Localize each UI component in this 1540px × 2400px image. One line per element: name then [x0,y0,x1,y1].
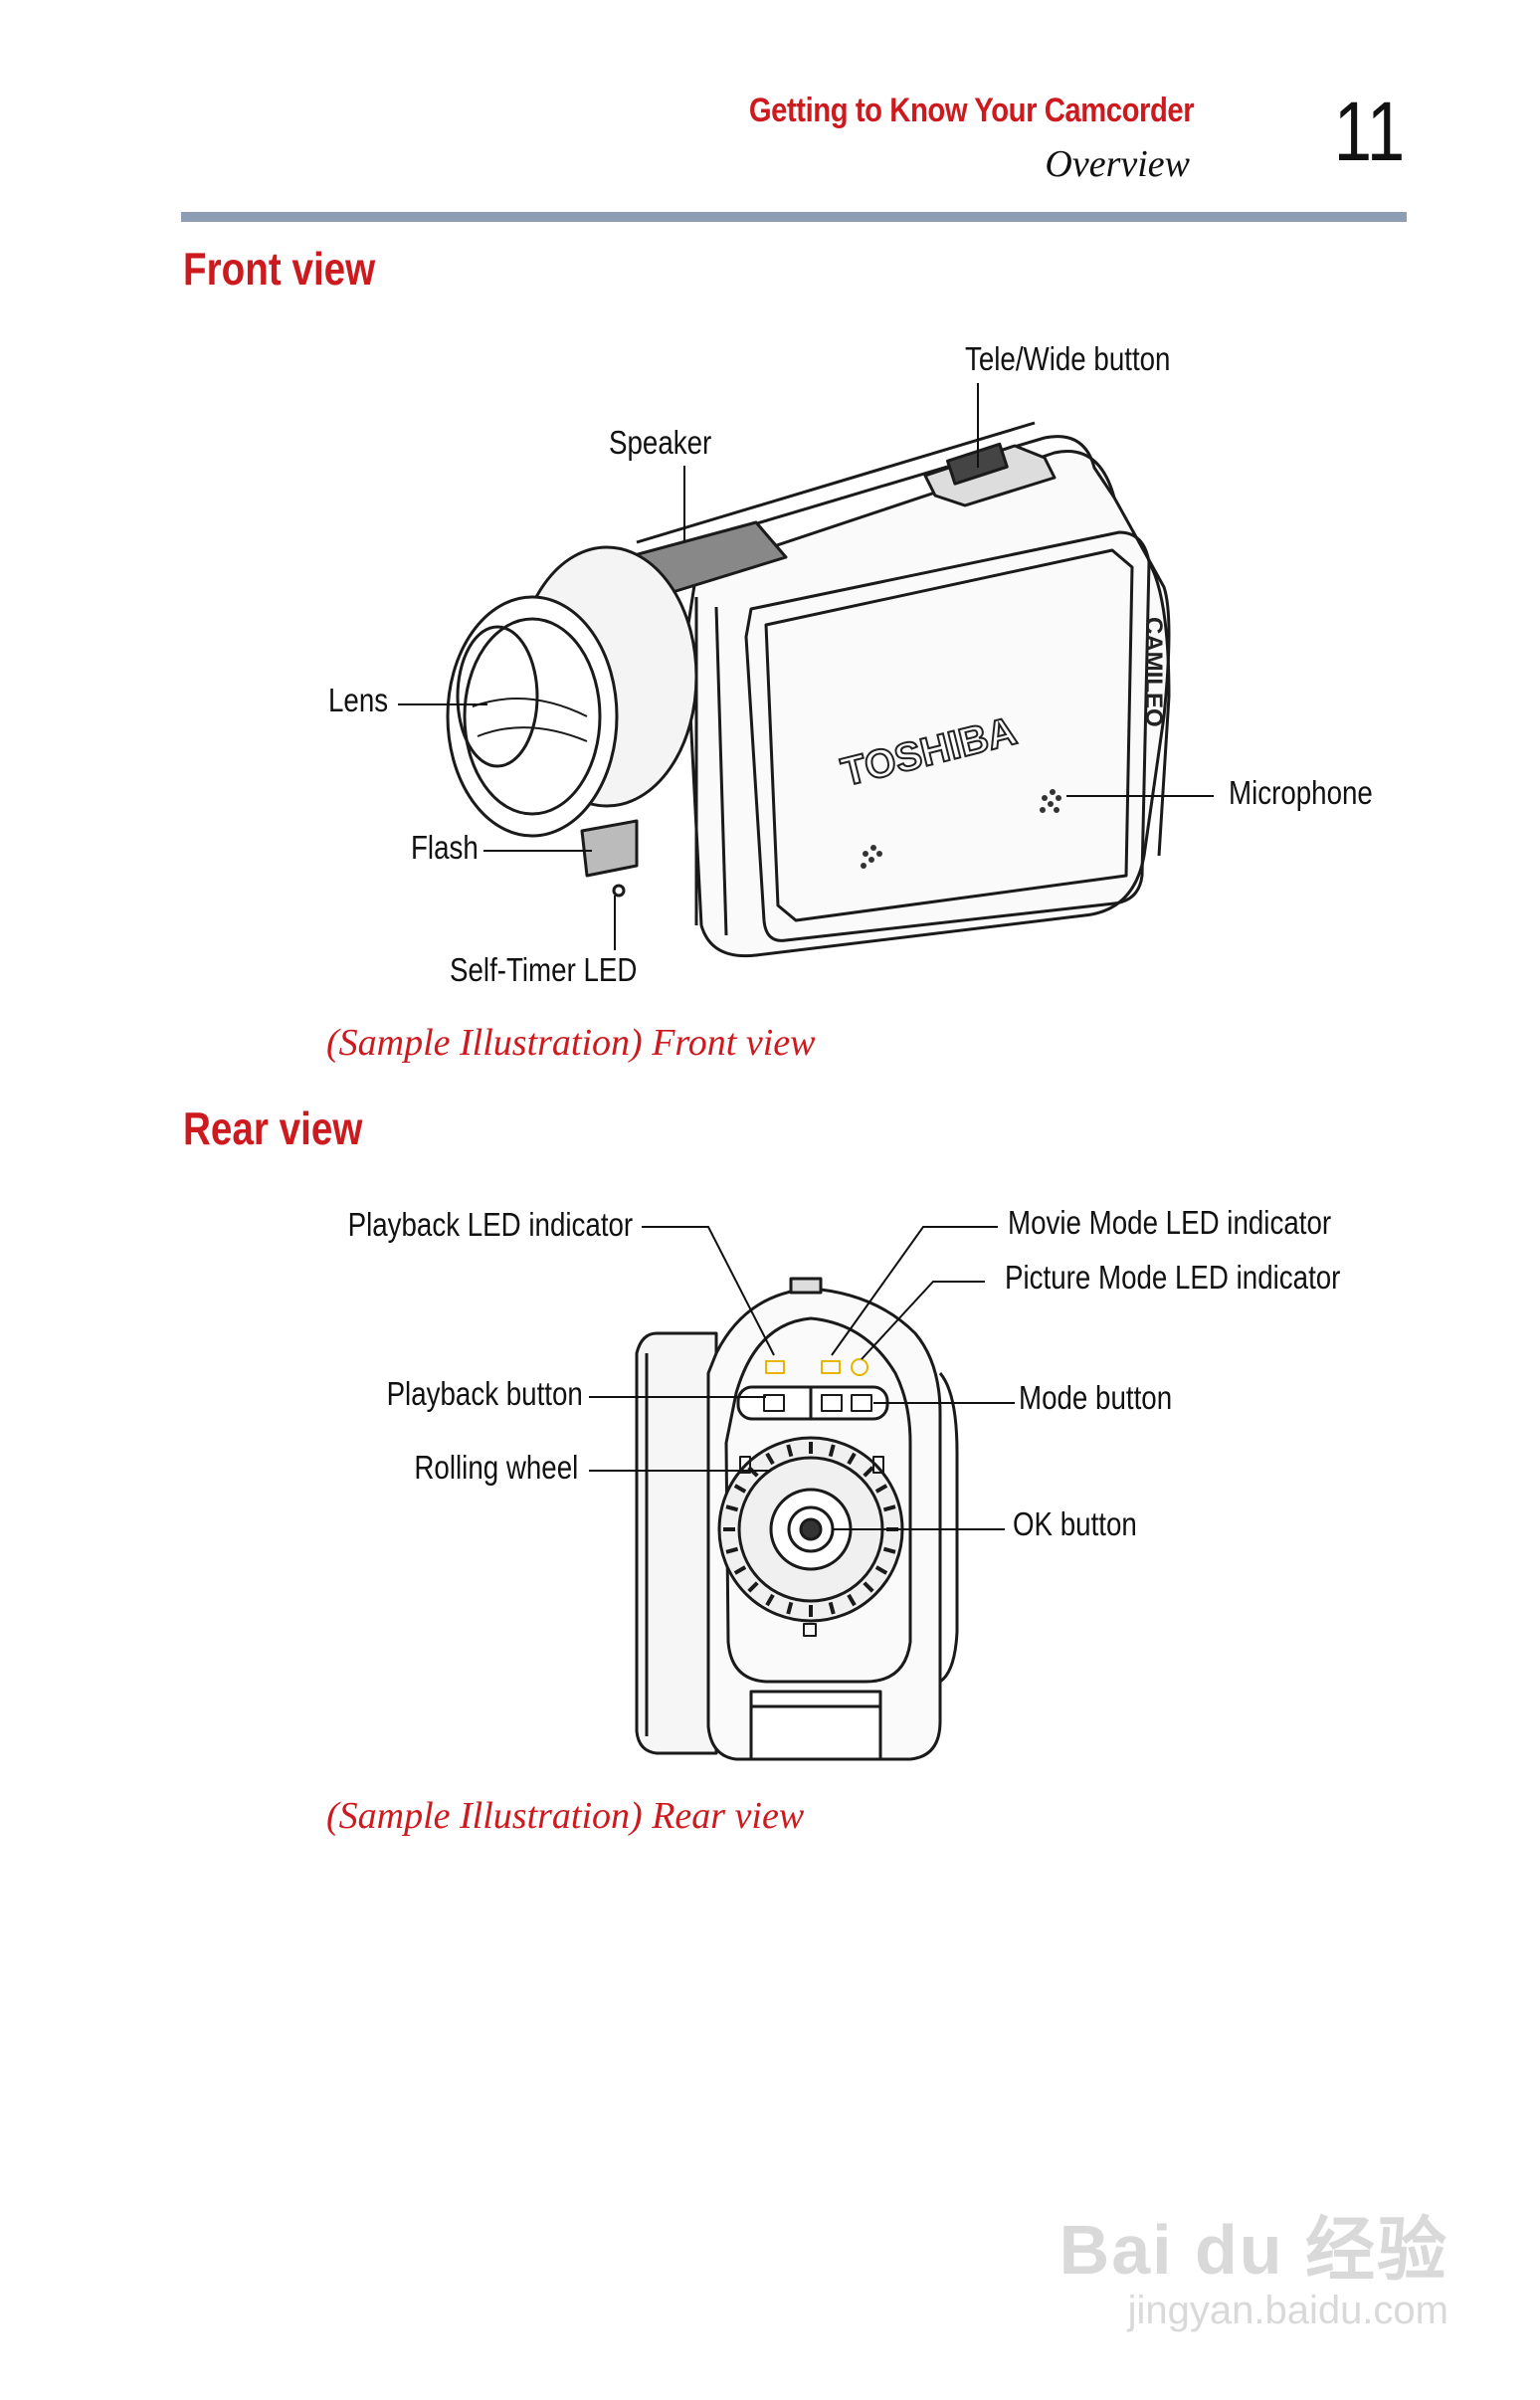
wheel-tick [863,1581,874,1593]
label-tele-wide: Tele/Wide button [965,340,1171,377]
watermark-logo: Bai du 经验 [1059,2211,1448,2289]
label-ok-button: OK button [1013,1505,1137,1542]
wheel-tick [765,1452,775,1466]
wheel-tick [874,1565,888,1575]
rear-view-heading: Rear view [183,1102,363,1154]
wheel-tick [733,1565,747,1575]
label-mode-button: Mode button [1019,1379,1173,1416]
wheel-tick [882,1546,896,1554]
rear-view-caption: (Sample Illustration) Rear view [326,1795,805,1837]
chapter-title: Getting to Know Your Camcorder [748,92,1195,129]
wheel-tick [725,1504,739,1512]
wheel-tick [765,1593,775,1607]
label-lens: Lens [328,682,389,718]
wheel-tick [847,1593,857,1607]
label-movie-mode-led: Movie Mode LED indicator [1008,1204,1332,1241]
label-self-timer-led: Self-Timer LED [450,951,638,988]
wheel-tick [786,1601,794,1615]
label-rolling-wheel: Rolling wheel [414,1449,578,1486]
wheel-tick [847,1452,857,1466]
front-view-caption: (Sample Illustration) Front view [326,1022,816,1064]
wheel-tick [828,1601,836,1615]
wheel-tick [725,1546,739,1554]
wheel-tick [747,1581,759,1593]
section-title: Overview [1045,143,1190,185]
label-flash: Flash [411,829,479,866]
label-picture-mode-led: Picture Mode LED indicator [1005,1259,1341,1296]
watermark-url: jingyan.baidu.com [1127,2289,1448,2332]
label-microphone: Microphone [1229,774,1373,811]
wheel-tick [786,1444,794,1458]
label-speaker: Speaker [609,424,712,461]
wheel-tick [882,1504,896,1512]
header-rule [181,212,1407,222]
front-view-heading: Front view [183,243,376,295]
wheel-tick [828,1444,836,1458]
label-playback-led: Playback LED indicator [347,1206,633,1243]
wheel-tick [733,1484,747,1494]
wheel-tick [863,1466,874,1478]
wheel-tick [874,1484,888,1494]
camileo-logo: CAMILEO [1140,617,1167,727]
label-playback-button: Playback button [386,1375,583,1412]
page-number: 11 [1333,85,1405,178]
